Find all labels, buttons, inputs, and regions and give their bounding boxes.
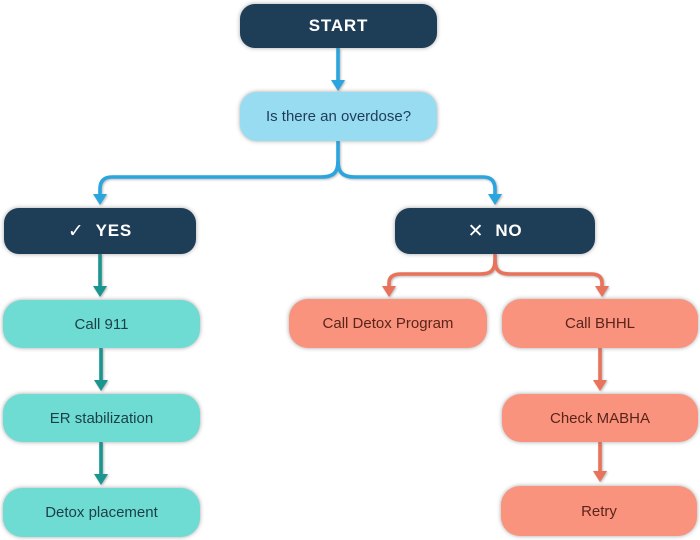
- flow-node-check-mabha: Check MABHA: [502, 394, 698, 442]
- edge-no-detoxprogram: [387, 259, 497, 286]
- arrowhead-icon: [593, 380, 607, 391]
- flow-node-question: Is there an overdose?: [240, 92, 437, 141]
- arrowhead-icon: [93, 194, 107, 205]
- arrowhead-icon: [331, 80, 345, 91]
- edge-question-yes: [98, 160, 340, 194]
- flow-node-retry: Retry: [501, 486, 697, 536]
- node-label: Call Detox Program: [322, 315, 454, 332]
- node-label: Call BHHL: [564, 315, 636, 332]
- node-label: YES: [95, 221, 133, 240]
- x-icon: ✕: [467, 220, 485, 242]
- arrowhead-icon: [593, 471, 607, 482]
- flow-node-call-bhhl: Call BHHL: [502, 299, 698, 348]
- node-label: START: [308, 16, 369, 35]
- node-label: ER stabilization: [49, 409, 154, 427]
- arrowhead-icon: [382, 286, 396, 297]
- node-label: NO: [495, 221, 523, 240]
- node-label: Is there an overdose?: [265, 108, 412, 125]
- edge-question-no: [336, 160, 497, 194]
- arrowhead-icon: [93, 286, 107, 297]
- arrowhead-icon: [94, 380, 108, 391]
- flow-node-no: ✕ NO: [395, 208, 595, 254]
- edge-no-bhhl: [493, 259, 604, 286]
- flow-node-call-detox-program: Call Detox Program: [289, 299, 487, 348]
- flow-node-start: START: [240, 4, 437, 48]
- arrowhead-icon: [94, 474, 108, 485]
- flow-node-detox-placement: Detox placement: [3, 488, 200, 537]
- arrowhead-icon: [488, 194, 502, 205]
- node-label: Call 911: [74, 315, 129, 333]
- flow-node-er-stabilization: ER stabilization: [3, 394, 200, 442]
- check-icon: ✓: [67, 220, 85, 242]
- flow-node-yes: ✓ YES: [4, 208, 196, 254]
- node-label: Detox placement: [45, 504, 158, 521]
- node-label: Retry: [581, 502, 617, 520]
- node-label: Check MABHA: [549, 409, 651, 427]
- arrowhead-icon: [595, 286, 609, 297]
- flow-node-call-911: Call 911: [3, 300, 200, 348]
